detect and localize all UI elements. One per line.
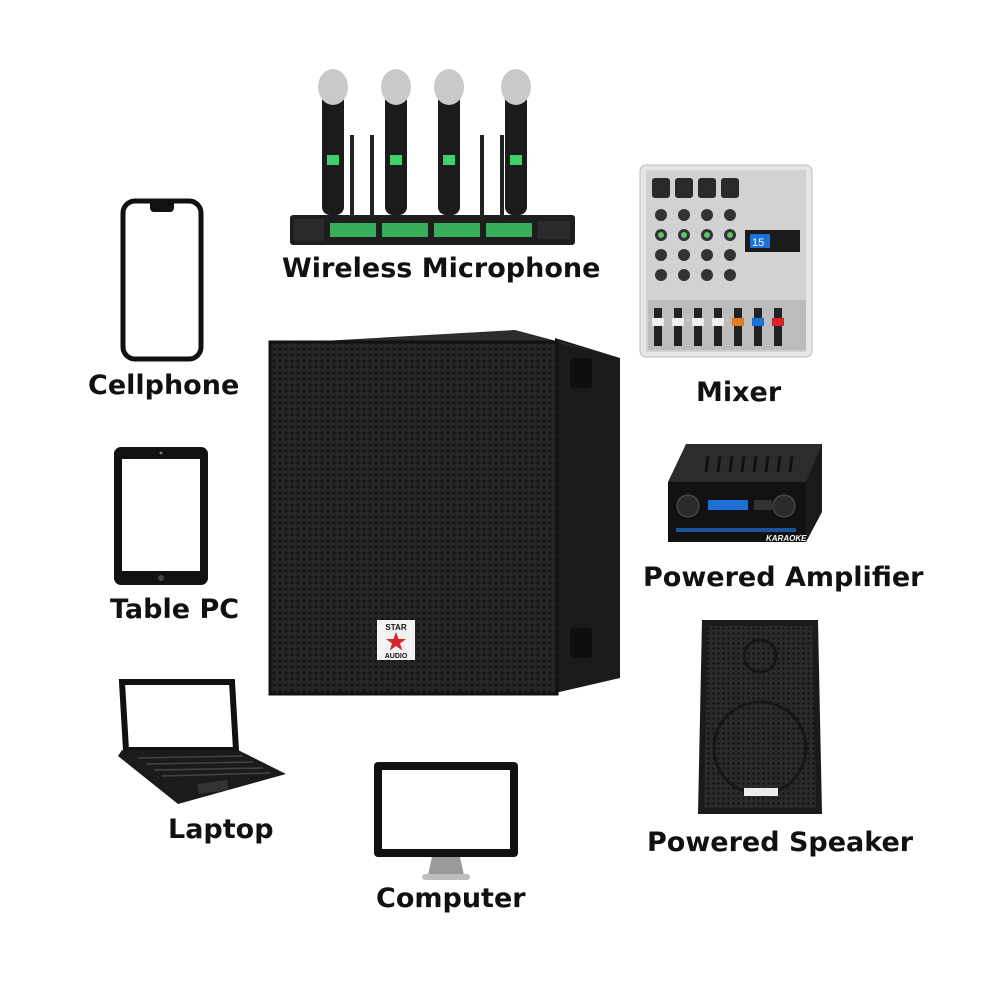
laptop-icon <box>118 679 286 804</box>
amplifier-image: KARAOKE <box>668 444 822 543</box>
subwoofer-image: STAR AUDIO <box>268 330 620 696</box>
powered-amplifier-label: Powered Amplifier <box>643 562 924 593</box>
powered-speaker-label: Powered Speaker <box>647 827 914 858</box>
computer-icon <box>374 762 518 880</box>
table-pc-label: Table PC <box>110 594 240 625</box>
powered-speaker-image <box>698 620 822 814</box>
amplifier-badge: KARAOKE <box>766 534 807 543</box>
mixer-label: Mixer <box>696 377 782 408</box>
mixer-image: 15 <box>639 164 813 358</box>
wireless-microphone-label: Wireless Microphone <box>282 253 601 284</box>
mixer-display-text: 15 <box>752 237 764 249</box>
computer-label: Computer <box>376 883 526 914</box>
cellphone-label: Cellphone <box>88 370 240 401</box>
wireless-microphone-image <box>290 69 575 245</box>
subwoofer-logo-top: STAR <box>385 623 406 632</box>
tablet-icon <box>114 447 208 585</box>
laptop-label: Laptop <box>168 814 274 845</box>
star-logo-icon <box>386 632 406 651</box>
subwoofer-logo-bottom: AUDIO <box>385 653 408 660</box>
cellphone-icon <box>120 198 204 362</box>
